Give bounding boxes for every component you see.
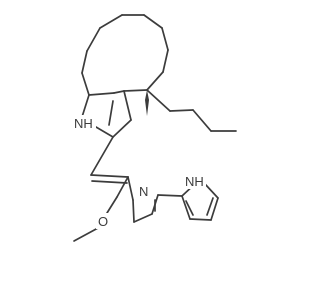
bond xyxy=(143,14,163,29)
bond xyxy=(133,213,153,223)
bond xyxy=(99,14,123,29)
bond xyxy=(132,199,135,223)
bond xyxy=(185,200,194,216)
bond xyxy=(108,100,114,126)
bond xyxy=(73,227,99,242)
bond xyxy=(169,109,194,112)
bond xyxy=(204,183,219,199)
n-atom-label: N xyxy=(139,184,148,199)
molecule-structure: NH N NH O xyxy=(73,14,237,242)
bond xyxy=(112,119,132,138)
atom-label-background xyxy=(184,173,206,189)
bond xyxy=(86,27,101,52)
bond-layer xyxy=(73,14,237,242)
atom-label-layer: NH N NH O xyxy=(73,115,206,229)
bond xyxy=(146,71,164,91)
atom-label-background xyxy=(96,213,110,229)
atom-label-background xyxy=(138,183,150,199)
bond xyxy=(90,174,129,178)
bond xyxy=(81,50,88,74)
bond xyxy=(95,126,114,138)
bond xyxy=(123,90,132,121)
bond xyxy=(162,49,169,73)
bond xyxy=(88,92,115,96)
atom-label-background xyxy=(73,115,96,131)
bond xyxy=(90,136,114,176)
bond xyxy=(192,109,212,132)
bond xyxy=(91,180,128,184)
bond xyxy=(210,197,219,221)
bond xyxy=(113,90,125,94)
stereo-wedge xyxy=(145,90,149,116)
nh-atom-label: NH xyxy=(74,116,93,131)
bond xyxy=(106,196,118,214)
bond xyxy=(181,195,191,220)
bond xyxy=(127,176,134,201)
bond xyxy=(157,194,183,197)
bond xyxy=(189,218,212,221)
bond xyxy=(161,27,169,51)
bond xyxy=(123,89,148,92)
bond xyxy=(116,176,129,198)
bond xyxy=(81,72,90,96)
bond xyxy=(146,89,171,112)
o-atom-label: O xyxy=(98,214,108,229)
bond xyxy=(206,197,214,216)
bond xyxy=(81,94,90,118)
nh-atom-label: NH xyxy=(185,174,204,189)
